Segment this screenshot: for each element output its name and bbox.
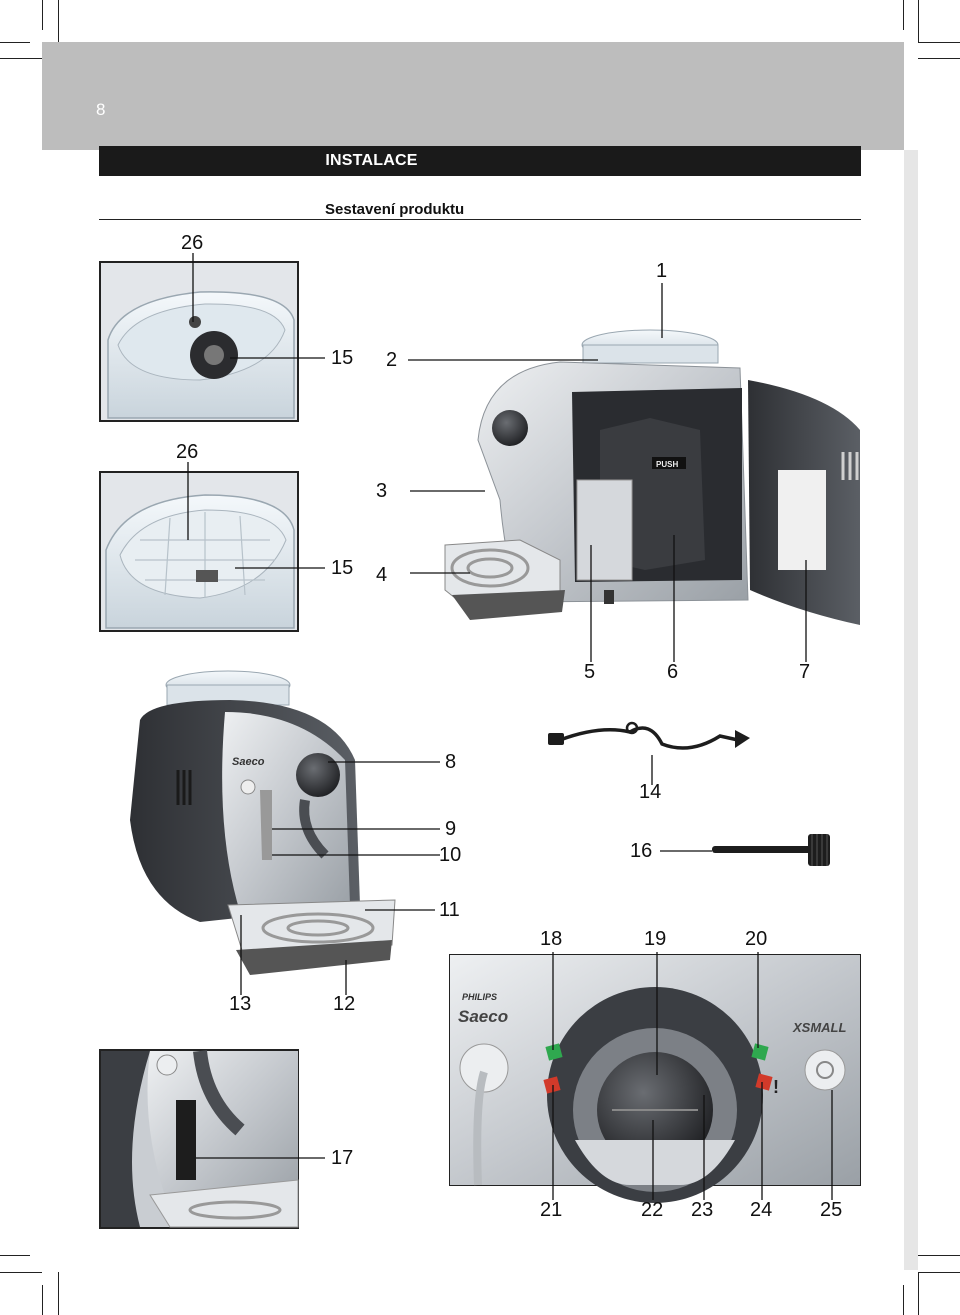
callout-19: 19 bbox=[644, 928, 667, 950]
callout-26b: 26 bbox=[176, 441, 199, 463]
section-title: INSTALACE bbox=[325, 152, 418, 169]
crop-mark bbox=[0, 42, 30, 43]
callout-23: 23 bbox=[691, 1199, 714, 1221]
page-subtitle: Sestavení produktu bbox=[325, 201, 465, 218]
callout-9: 9 bbox=[445, 818, 457, 840]
callout-15a: 15 bbox=[331, 347, 354, 369]
figure-tool bbox=[712, 834, 830, 866]
panel-warning: ! bbox=[773, 1077, 779, 1097]
callout-14: 14 bbox=[639, 781, 662, 803]
figure-tank-filter bbox=[99, 261, 299, 422]
header-band bbox=[42, 42, 904, 150]
callout-20: 20 bbox=[745, 928, 768, 950]
callout-13: 13 bbox=[229, 993, 252, 1015]
panel-brand: Saeco bbox=[458, 1007, 508, 1026]
crop-mark bbox=[903, 0, 904, 30]
crop-mark bbox=[918, 1272, 960, 1273]
crop-mark bbox=[918, 42, 960, 43]
callout-6: 6 bbox=[667, 661, 679, 683]
callout-18: 18 bbox=[540, 928, 563, 950]
crop-mark bbox=[918, 58, 960, 59]
callout-1: 1 bbox=[656, 260, 668, 282]
callout-22: 22 bbox=[641, 1199, 664, 1221]
crop-mark bbox=[42, 0, 43, 30]
crop-mark bbox=[903, 1285, 904, 1315]
callout-11: 11 bbox=[439, 899, 460, 921]
crop-mark bbox=[0, 1272, 42, 1273]
crop-mark bbox=[42, 1285, 43, 1315]
panel-brand-top: PHILIPS bbox=[462, 992, 497, 1002]
figure-power-cord bbox=[548, 721, 750, 750]
crop-mark bbox=[58, 1272, 59, 1315]
callout-2: 2 bbox=[386, 349, 398, 371]
leader-lines bbox=[187, 253, 833, 1200]
callout-15b: 15 bbox=[331, 557, 354, 579]
callout-4: 4 bbox=[376, 564, 388, 586]
crop-mark bbox=[58, 0, 59, 42]
callout-16: 16 bbox=[630, 840, 653, 862]
callout-17: 17 bbox=[331, 1147, 354, 1169]
figure-tank-grid bbox=[99, 471, 299, 632]
crop-mark bbox=[918, 1272, 919, 1315]
callout-24: 24 bbox=[750, 1199, 773, 1221]
page-number: 8 bbox=[96, 100, 106, 119]
crop-mark bbox=[918, 0, 919, 42]
crop-mark bbox=[0, 1255, 30, 1256]
callout-3: 3 bbox=[376, 480, 388, 502]
callout-25: 25 bbox=[820, 1199, 843, 1221]
subtitle-rule bbox=[99, 219, 861, 220]
panel-model: XSMALL bbox=[792, 1020, 847, 1035]
side-strip bbox=[904, 150, 918, 1270]
crop-mark bbox=[0, 58, 42, 59]
figure-steam-wand bbox=[99, 1049, 299, 1229]
callout-10: 10 bbox=[439, 844, 462, 866]
front-brand: Saeco bbox=[232, 756, 265, 768]
callout-5: 5 bbox=[584, 661, 596, 683]
callout-21: 21 bbox=[540, 1199, 563, 1221]
callout-12: 12 bbox=[333, 993, 356, 1015]
push-label: PUSH bbox=[656, 460, 678, 469]
callout-26a: 26 bbox=[181, 232, 204, 254]
section-title-bar bbox=[99, 146, 861, 176]
figure-machine-open: PUSH bbox=[444, 329, 860, 625]
crop-mark bbox=[918, 1255, 960, 1256]
figure-control-panel: PHILIPS Saeco XSMALL ! bbox=[449, 954, 861, 1203]
callout-8: 8 bbox=[445, 751, 457, 773]
figure-machine-front: Saeco bbox=[130, 670, 396, 975]
callout-7: 7 bbox=[799, 661, 811, 683]
